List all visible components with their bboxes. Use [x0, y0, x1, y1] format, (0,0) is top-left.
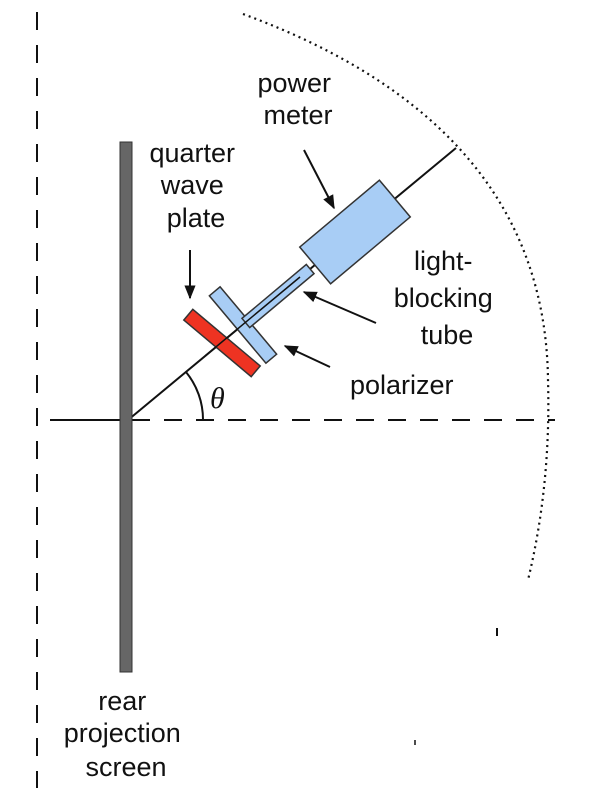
label-line: quarter — [149, 138, 235, 168]
rotation-arc — [242, 12, 550, 581]
polarizer-label: polarizer — [350, 370, 454, 400]
label-line: projection — [64, 718, 181, 748]
label-line: tube — [421, 320, 474, 350]
label-line: wave — [160, 170, 224, 200]
angle-arc — [185, 371, 205, 421]
power-meter — [298, 179, 412, 285]
light-blocking-tube-label: light- blocking tube — [394, 246, 501, 350]
label-line: light- — [414, 246, 473, 276]
measurement-axis-overlay — [204, 276, 301, 357]
rear-projection-screen-label: rear projection screen — [64, 686, 189, 782]
power-meter-label: power meter — [257, 68, 338, 130]
power-meter-arrow — [303, 149, 335, 210]
rear-projection-screen — [119, 141, 133, 673]
label-line: plate — [167, 203, 226, 233]
label-line: power — [257, 68, 331, 98]
label-line: blocking — [394, 283, 493, 313]
light-blocking-tube-arrow — [302, 291, 377, 324]
quarter-wave-plate-label: quarter wave plate — [149, 138, 242, 233]
label-line: rear — [98, 686, 146, 716]
polarizer-arrow — [283, 345, 331, 368]
theta-label: θ — [210, 382, 225, 415]
label-line: meter — [263, 100, 332, 130]
label-line: screen — [85, 752, 166, 782]
